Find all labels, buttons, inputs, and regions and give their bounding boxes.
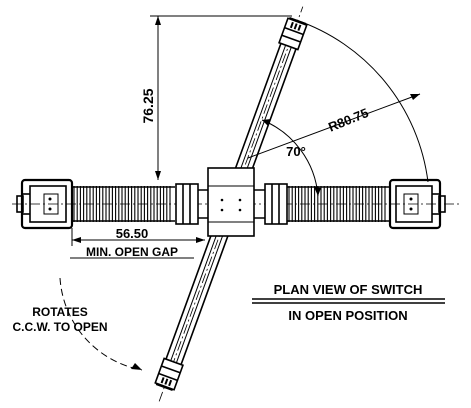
vertical-dimension-label: 76.25: [140, 88, 156, 123]
radius-arc: [247, 19, 429, 183]
gap-dimension: [70, 228, 205, 259]
rotates-line1: ROTATES: [32, 305, 88, 319]
vertical-dimension: [150, 15, 292, 180]
rotates-line2: C.C.W. TO OPEN: [12, 320, 107, 334]
title-block: [252, 298, 445, 304]
title-line2: IN OPEN POSITION: [288, 308, 407, 323]
rotation-arrow: [59, 277, 143, 371]
center-clamps: [175, 183, 288, 225]
left-terminal: [16, 178, 74, 230]
gap-caption: MIN. OPEN GAP: [86, 245, 178, 259]
right-flex-conduit: [287, 186, 390, 222]
radius-label: R80.75: [326, 105, 370, 135]
title-line1: PLAN VIEW OF SWITCH: [274, 282, 423, 297]
center-hub: [207, 167, 255, 237]
angle-arc: [261, 119, 321, 197]
gap-dimension-label: 56.50: [116, 226, 149, 241]
left-flex-conduit: [72, 186, 175, 222]
right-terminal: [388, 178, 446, 230]
angle-label: 70°: [286, 144, 306, 159]
